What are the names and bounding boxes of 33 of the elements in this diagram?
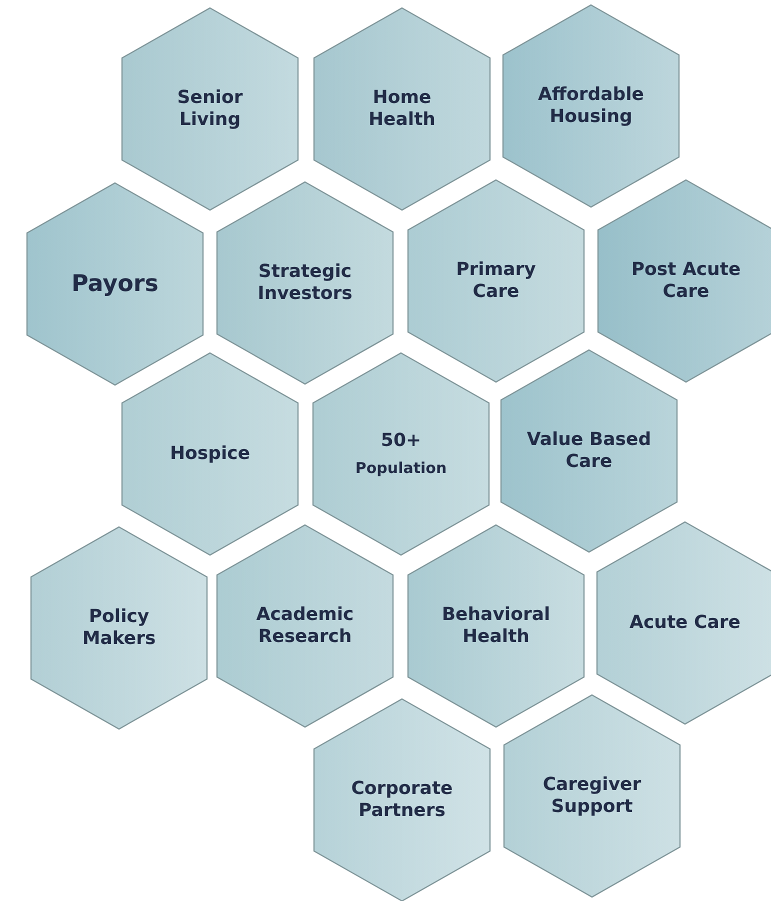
- hexagon-tile: [407, 179, 585, 383]
- hexagon-tile: [30, 526, 208, 730]
- hexagon-tile: [216, 524, 394, 728]
- hexagon-label: Population: [355, 458, 447, 478]
- hexagon-label: Behavioral Health: [440, 604, 552, 648]
- hexagon-tile: [596, 521, 771, 725]
- hexagon-label: Policy Makers: [81, 606, 157, 650]
- hexagon-label: Hospice: [170, 442, 250, 466]
- hexagon-label: Strategic Investors: [256, 260, 354, 306]
- hexagon-tile: [121, 7, 299, 211]
- hexagon-tile: [502, 4, 680, 208]
- hexagon-label: Acute Care: [630, 612, 740, 634]
- hexagon-tile: [313, 698, 491, 901]
- hexagon-label: Affordable Housing: [536, 84, 646, 128]
- hexagon-tile: [500, 349, 678, 553]
- hexagon-label: Academic Research: [255, 604, 355, 648]
- hexagon-label: Payors: [72, 270, 158, 298]
- hexagon-label: Senior Living: [176, 86, 244, 132]
- hexagon-label: 50+: [380, 430, 422, 453]
- hexagon-tile: [216, 181, 394, 385]
- hexagon-label: Home Health: [367, 86, 436, 132]
- hexagon-tile: [312, 352, 490, 556]
- hexagon-label: Primary Care: [455, 258, 537, 304]
- hexagon-tile: [407, 524, 585, 728]
- hexagon-tile: [313, 7, 491, 211]
- hexagon-tile: [503, 694, 681, 898]
- hexagon-label: Value Based Care: [526, 428, 652, 474]
- hexagon-label: Post Acute Care: [630, 258, 742, 304]
- hexagon-tile: [121, 352, 299, 556]
- hexagon-label: Caregiver Support: [542, 774, 642, 818]
- hexagon-tile: [26, 182, 204, 386]
- hexagon-label: Corporate Partners: [350, 778, 454, 822]
- hexagon-tile: [597, 179, 771, 383]
